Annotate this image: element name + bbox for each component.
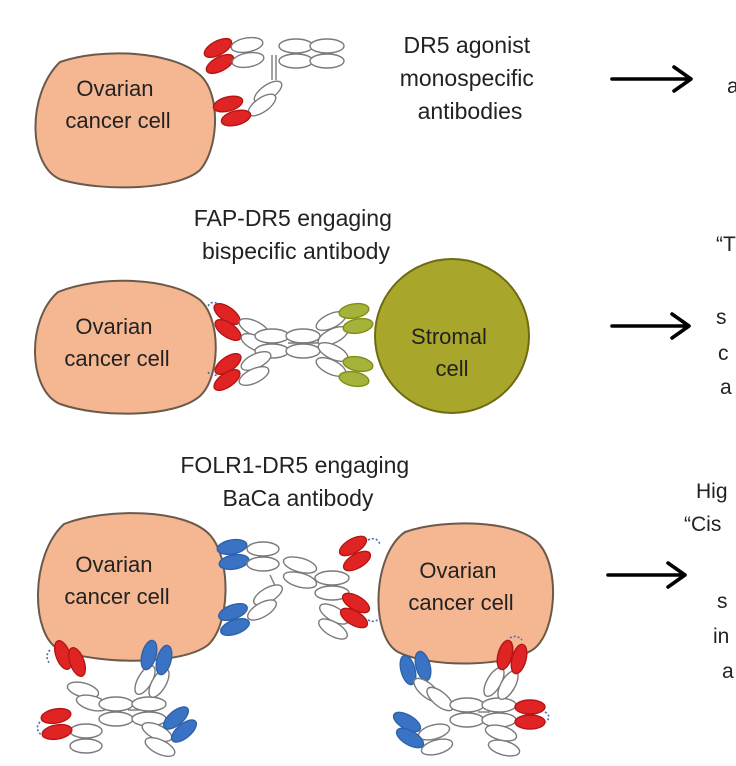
arrow-right-icon — [606, 561, 687, 589]
svg-text:Stromal cell: Stromal cell — [411, 324, 493, 381]
result-fragment: a — [720, 376, 732, 399]
result-fragment: s — [717, 590, 728, 613]
svg-text:Hig “Cis s i: Hig “Cis s in a — [684, 480, 735, 683]
panel-label-line: monospecific — [400, 65, 534, 91]
cell-label-line: cancer cell — [65, 108, 170, 133]
svg-text:Ovarian cancer cell: Ovarian cancer cell — [64, 314, 169, 371]
arrow-right-icon — [610, 65, 693, 93]
ovarian-cancer-cell-3b — [377, 522, 555, 665]
result-fragment: in — [713, 625, 729, 648]
svg-text:“T s c a: “T s c a — [716, 233, 736, 399]
result-fragment: “Cis — [684, 513, 721, 536]
result-fragment: Hig — [696, 480, 728, 503]
panel-label-line: antibodies — [418, 98, 523, 124]
svg-text:Ovarian cancer cell: Ovarian cancer cell — [408, 558, 513, 615]
cell-label-line: Ovarian — [419, 558, 496, 583]
cell-label-line: cancer cell — [64, 346, 169, 371]
result-fragment: c — [718, 342, 729, 365]
ovarian-cancer-cell-1 — [34, 52, 217, 189]
result-fragment: a — [722, 660, 734, 683]
cell-label-line: cancer cell — [64, 584, 169, 609]
baca-antibody-bottom-left — [36, 639, 198, 757]
panel-label-line: BaCa antibody — [223, 485, 374, 511]
cell-label-line: Ovarian — [75, 314, 152, 339]
dr5-agonist-antibody — [203, 36, 345, 127]
panel-2: FAP-DR5 engaging bispecific antibody Ova… — [34, 205, 736, 415]
baca-antibody-bottom-right — [392, 635, 550, 757]
cell-label-line: Ovarian — [75, 552, 152, 577]
cell-label-line: Stromal — [411, 324, 487, 349]
cell-label-line: cancer cell — [408, 590, 513, 615]
panel-label-line: FAP-DR5 engaging — [194, 205, 392, 231]
ovarian-cancer-cell-2 — [34, 279, 217, 415]
svg-text:Ovarian cancer cell: Ovarian cancer cell — [65, 76, 170, 133]
panel-3: FOLR1-DR5 engaging BaCa antibody Ovarian… — [36, 452, 735, 757]
svg-text:Ovarian cancer cell: Ovarian cancer cell — [64, 552, 169, 609]
panel-label-line: DR5 agonist — [404, 32, 531, 58]
arrow-right-icon — [610, 312, 691, 340]
svg-text:FAP-DR5 engaging bispeci: FAP-DR5 engaging bispecific antibody — [194, 205, 399, 264]
panel-label-line: bispecific antibody — [202, 238, 390, 264]
cell-label-line: Ovarian — [76, 76, 153, 101]
result-fragment: “T — [716, 233, 736, 256]
panel-label-line: FOLR1-DR5 engaging — [180, 452, 409, 478]
ovarian-cancer-cell-3a — [37, 512, 227, 662]
cell-label-line: cell — [435, 356, 468, 381]
result-fragment: s — [716, 306, 727, 329]
stromal-cell — [374, 258, 530, 414]
fap-dr5-bispecific-antibody — [207, 301, 374, 392]
svg-text:DR5 agonist monospecific: DR5 agonist monospecific antibodies — [400, 32, 541, 124]
panel-1: Ovarian cancer cell DR5 agonist monospec… — [34, 32, 736, 189]
baca-antibody-bridge — [216, 535, 382, 640]
result-fragment: a — [727, 75, 736, 98]
svg-text:FOLR1-DR5 engaging BaCa: FOLR1-DR5 engaging BaCa antibody — [180, 452, 415, 511]
